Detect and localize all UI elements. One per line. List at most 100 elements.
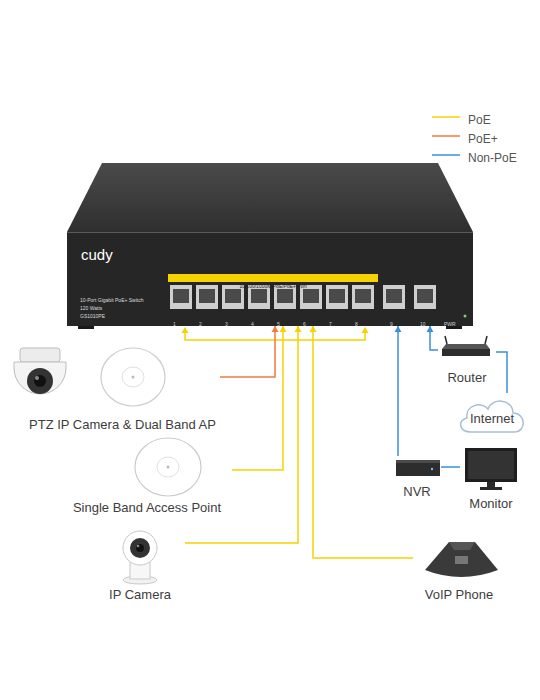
- arrow-head: [280, 326, 287, 332]
- ethernet-port: [251, 289, 267, 303]
- device-label: Monitor: [469, 496, 512, 512]
- arrow-head: [310, 326, 317, 332]
- arrow-head: [427, 326, 434, 332]
- brand-logo: cudy: [81, 246, 113, 264]
- device-box: Router: [438, 341, 496, 386]
- switch-body: [67, 232, 473, 326]
- access-point-icon: [101, 348, 165, 406]
- legend-line: [432, 135, 460, 137]
- ethernet-port: [417, 289, 433, 303]
- legend-entry: Non-PoE: [468, 148, 517, 166]
- ethernet-port: [383, 285, 405, 309]
- switch-body: [67, 163, 473, 329]
- ethernet-port: [225, 289, 241, 303]
- port-number: 9: [390, 312, 393, 330]
- ptz-camera-icon: [20, 348, 60, 362]
- ethernet-port: [170, 285, 192, 309]
- device-box: VoIP Phone: [413, 536, 505, 603]
- port-number: 10: [420, 321, 426, 327]
- ethernet-port: [464, 315, 467, 318]
- switch-body: [67, 163, 473, 232]
- device-label: Internet: [470, 403, 514, 426]
- device-label: NVR: [403, 484, 430, 500]
- port-number: 6: [303, 321, 306, 327]
- monitor-icon: [465, 448, 517, 490]
- switch-body: [67, 232, 473, 233]
- legend-line: [432, 116, 460, 118]
- poe-bracket: [182, 327, 189, 333]
- ethernet-port: [414, 285, 436, 309]
- port-number: 3: [225, 312, 228, 330]
- model-description: 10-Port Gigabit PoE+ Switch: [80, 297, 144, 304]
- router-icon: [442, 349, 490, 356]
- switch-box: cudy 10-Port Gigabit PoE+ Switch120 Watts…: [67, 232, 473, 326]
- port-number: 4: [251, 312, 254, 330]
- ip-camera-icon: [123, 531, 157, 565]
- model-number: GS1010PE: [80, 304, 105, 322]
- legend-text: PoE+: [468, 132, 498, 146]
- router-icon: [485, 336, 487, 344]
- port-number: 8: [355, 321, 358, 327]
- port-number: 7: [329, 321, 332, 327]
- ip-camera-icon: [130, 538, 150, 558]
- port-number: 7: [329, 312, 332, 330]
- access-point-icon: [157, 457, 179, 477]
- power-rating: 120 Watts: [80, 296, 102, 314]
- router-icon: [442, 336, 490, 356]
- access-point-icon: [135, 438, 201, 496]
- ethernet-port: [277, 289, 293, 303]
- ethernet-port: [303, 289, 319, 303]
- network-cable: [441, 467, 460, 468]
- access-point-icon: [135, 438, 201, 496]
- poe-bracket: [362, 327, 369, 333]
- voip-phone-icon: [455, 556, 468, 564]
- port-number: 9: [390, 321, 393, 327]
- ip-camera-icon: [136, 544, 144, 552]
- device-label: IP Camera: [109, 587, 171, 603]
- ptz-camera-icon: [14, 348, 66, 394]
- port-number: 2: [199, 321, 202, 327]
- network-cable: [313, 326, 413, 558]
- arrow-head: [295, 326, 302, 332]
- network-cable: [232, 326, 283, 470]
- device-box: Single Band Access Point: [62, 436, 232, 516]
- nvr-icon: [396, 460, 440, 476]
- device-box: Monitor: [460, 446, 522, 512]
- legend-text: Non-PoE: [468, 151, 517, 165]
- router-icon: [445, 336, 447, 344]
- router-icon: [442, 344, 490, 349]
- nvr-icon: [396, 460, 440, 476]
- brand-logo: cudy: [81, 246, 113, 264]
- power-rating: 120 Watts: [80, 305, 102, 312]
- port-number: 1: [173, 312, 176, 330]
- network-cable: [220, 326, 279, 377]
- ethernet-port: [386, 289, 402, 303]
- device-label: PTZ IP Camera & Dual Band AP: [29, 417, 216, 433]
- switch-body: [78, 326, 94, 329]
- access-point-icon: [122, 367, 144, 387]
- network-cable: [310, 326, 414, 558]
- model-description: 10-Port Gigabit PoE+ Switch: [80, 288, 144, 306]
- port-number: PWR: [444, 321, 456, 327]
- network-cable: [397, 326, 399, 456]
- ip-camera-icon: [137, 545, 140, 548]
- port-number: 5: [277, 321, 280, 327]
- legend-line: [432, 154, 460, 156]
- port-number: 5: [277, 312, 280, 330]
- ethernet-port: [170, 285, 467, 318]
- ethernet-port: [196, 285, 218, 309]
- access-point-icon: [132, 376, 135, 379]
- nvr-icon: [431, 468, 433, 470]
- network-cable: [232, 326, 287, 470]
- ethernet-port: [329, 289, 345, 303]
- device-label: Router: [447, 370, 486, 386]
- network-cable: [220, 326, 275, 377]
- cloud-outline: [461, 401, 524, 432]
- device-box: IP Camera: [95, 527, 185, 603]
- network-cable: [441, 466, 460, 468]
- port-number: 2: [199, 312, 202, 330]
- port-number: 4: [251, 321, 254, 327]
- ptz-camera-icon: [34, 375, 46, 387]
- voip-phone-icon: [449, 542, 475, 550]
